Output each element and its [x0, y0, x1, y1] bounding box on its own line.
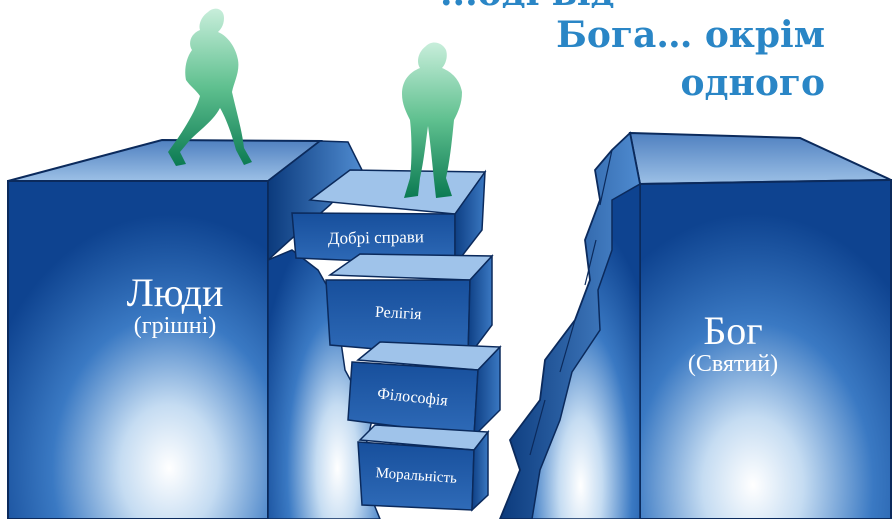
- step-block-philosophy: [347, 341, 502, 438]
- step-label-good-deeds: Добрі справи: [328, 227, 424, 248]
- right-cliff-label: Бог (Святий): [648, 310, 818, 377]
- left-cliff: [7, 138, 381, 519]
- title-line-3: одного: [680, 62, 825, 104]
- right-cliff-subtitle: (Святий): [687, 351, 779, 377]
- left-cliff-title: Люди: [126, 270, 224, 315]
- left-cliff-label: Люди (грішні): [95, 272, 255, 339]
- step-label-morality: Моральність: [375, 465, 457, 487]
- step-label-religion: Релігія: [375, 304, 423, 323]
- standing-person-icon: [402, 42, 462, 198]
- walking-person-icon: [168, 8, 252, 166]
- title-line-2: Бога… окрім: [556, 14, 825, 56]
- right-cliff: [499, 131, 892, 519]
- title-partial-line: ...оді від: [440, 0, 860, 8]
- step-block-morality: [357, 424, 490, 512]
- left-cliff-subtitle: (грішні): [133, 313, 217, 339]
- right-cliff-title: Бог: [703, 308, 763, 353]
- step-blocks: [291, 169, 502, 512]
- step-block-religion: [325, 253, 494, 360]
